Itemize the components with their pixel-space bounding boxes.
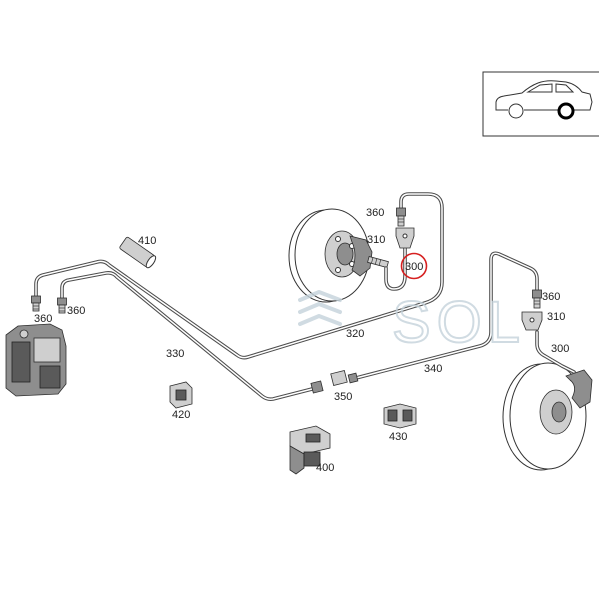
hydraulic-unit-port — [19, 329, 29, 339]
front-wheel-icon — [508, 103, 524, 119]
hydraulic-unit — [5, 323, 67, 397]
bolt-hole — [335, 236, 341, 242]
hub-center — [336, 242, 354, 266]
watermark-text: SOL — [392, 290, 526, 355]
car-front-window — [526, 83, 553, 93]
bolt-hole — [335, 267, 341, 273]
callout-left-fitting-a: 360 — [34, 313, 52, 325]
brake-caliper — [565, 369, 593, 409]
line-union — [310, 369, 359, 394]
callout-left-fitting-b: 360 — [67, 305, 85, 317]
callout-labels: 410 360 310 300 360 360 320 330 340 350 … — [34, 207, 569, 474]
car-rear-window — [555, 83, 575, 93]
hydraulic-unit-block — [11, 341, 31, 383]
callout-front-bracket: 310 — [367, 234, 385, 246]
fitting-front — [396, 207, 406, 227]
callout-line-rear: 340 — [424, 363, 442, 375]
car-side-view-icon — [495, 80, 593, 120]
line-clip-double — [383, 403, 417, 429]
layered-chevron-logo-icon — [298, 290, 342, 326]
fitting-left-b — [57, 297, 67, 314]
callout-right-fitting: 360 — [542, 291, 560, 303]
callout-front-fitting: 360 — [366, 207, 384, 219]
callout-line-lower: 330 — [166, 348, 184, 360]
bracket-hole — [402, 233, 408, 239]
callout-front-hose: 300 — [405, 261, 423, 273]
callout-right-hose: 300 — [551, 343, 569, 355]
hub-center — [551, 401, 567, 423]
fitting-thread — [533, 297, 541, 309]
right-brake-assembly — [502, 289, 593, 471]
line-clip-small — [169, 381, 193, 409]
fitting-thread — [58, 304, 66, 314]
callout-union: 350 — [334, 391, 352, 403]
brake-line-330 — [60, 271, 318, 402]
fitting-nut — [396, 207, 406, 217]
union-nut-left — [310, 380, 324, 394]
callout-holder: 400 — [316, 462, 334, 474]
line-holder — [289, 425, 331, 475]
fitting-left-a — [31, 295, 41, 312]
hydraulic-unit-valve — [39, 365, 61, 389]
highlight-ring — [400, 252, 428, 280]
fitting-nut — [532, 289, 542, 299]
front-brake-assembly — [288, 207, 415, 303]
callout-clip-double: 430 — [389, 431, 407, 443]
caliper-hose-fitting — [367, 256, 389, 268]
fitting-nut — [57, 297, 67, 306]
callout-line-upper: 320 — [346, 328, 364, 340]
sleeve-end — [145, 255, 157, 269]
vehicle-locator-inset — [482, 71, 599, 137]
union-body — [330, 369, 348, 387]
fitting-thread — [397, 215, 405, 227]
protective-sleeve — [119, 236, 157, 269]
car-body-outline — [495, 80, 593, 111]
watermark: SOL — [298, 289, 526, 356]
inset-frame — [482, 71, 599, 137]
bracket-hole — [529, 317, 535, 323]
hydraulic-unit-port-block — [33, 337, 61, 363]
fitting-thread — [32, 302, 40, 312]
callout-sleeve: 410 — [138, 235, 156, 247]
callout-clip-small: 420 — [172, 409, 190, 421]
rear-wheel-icon — [557, 102, 575, 120]
fitting-nut — [31, 295, 41, 304]
union-nut-right — [347, 372, 359, 384]
callout-right-bracket: 310 — [547, 311, 565, 323]
fitting-right — [532, 289, 542, 309]
